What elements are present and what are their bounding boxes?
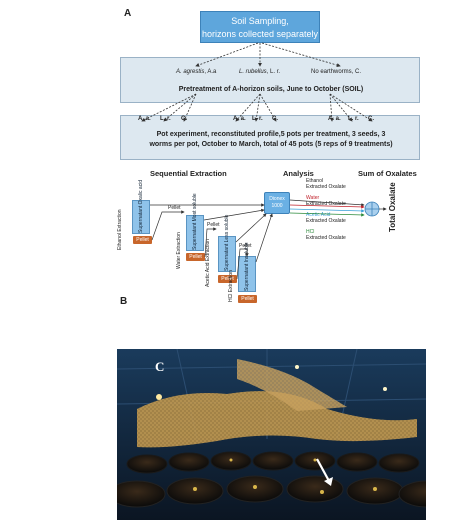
panel-b-connectors — [150, 199, 387, 280]
panel-a-letter: A — [124, 8, 132, 19]
greenhouse-photo-drawing — [117, 349, 426, 520]
soil-sampling-line2: horizons collected separately — [201, 29, 319, 39]
pellet-hcl: Pellet — [238, 295, 257, 303]
dionex-analyzer: Dionex 1000 — [264, 192, 290, 214]
treatment-rubellus: L. rubellus, L. r. — [239, 69, 281, 75]
pot-label: L. r. — [348, 116, 359, 122]
pellet-arrow-label: Pellet — [207, 222, 220, 228]
soil-sampling-line1: Soil Sampling, — [231, 16, 289, 26]
pretreatment-box: A. agrestis, A.a L. rubellus, L. r. No e… — [120, 57, 420, 103]
header-analysis: Analysis — [283, 169, 314, 178]
pellet-water: Pellet — [186, 253, 205, 261]
panel-b-letter: B — [120, 296, 128, 307]
panel-c-letter: C — [155, 359, 165, 374]
output-ethanol: Ethanol Extracted Oxalate — [306, 178, 346, 190]
pot-experiment-text: Pot experiment, reconstituted profile,5 … — [121, 130, 421, 150]
pellet-ethanol: Pellet — [133, 236, 152, 244]
supernatant-oxalic-acid: Supernatant Oxalic acid — [132, 180, 150, 234]
pot-line2: worms per pot, October to March, total o… — [149, 141, 393, 148]
output-water: Water Extracted Oxalate — [306, 195, 346, 207]
pot-label: A. a. — [328, 116, 341, 122]
pellet-acetic: Pellet — [218, 275, 237, 283]
treatment-no-earthworms: No earthworms, C. — [311, 69, 362, 75]
supernatant-most-soluble: Supernatant Most soluble — [186, 193, 204, 251]
supernatant-less-soluble: Supernatant Less soluble — [218, 215, 236, 272]
pretreatment-text: Pretreatment of A-horizon soils, June to… — [178, 86, 364, 93]
output-acetic-acid: Acetic Acid Extracted Oxalate — [306, 212, 346, 224]
output-hcl: HCl Extracted Oxalate — [306, 229, 346, 241]
panel-a-arrows — [141, 42, 373, 122]
pot-experiment-box: Pot experiment, reconstituted profile,5 … — [120, 115, 420, 160]
pellet-arrow-label: Pellet — [239, 243, 252, 249]
soil-sampling-box: Soil Sampling, horizons collected separa… — [200, 11, 320, 43]
treatment-agrestis: A. agrestis, A.a — [176, 69, 217, 75]
pellet-arrow-label: Pellet — [168, 205, 181, 211]
header-sequential-extraction: Sequential Extraction — [150, 169, 227, 178]
greenhouse-photo: C — [117, 349, 426, 520]
pot-line1: Pot experiment, reconstituted profile,5 … — [156, 131, 386, 138]
header-sum-of-oxalates: Sum of Oxalates — [358, 169, 417, 178]
